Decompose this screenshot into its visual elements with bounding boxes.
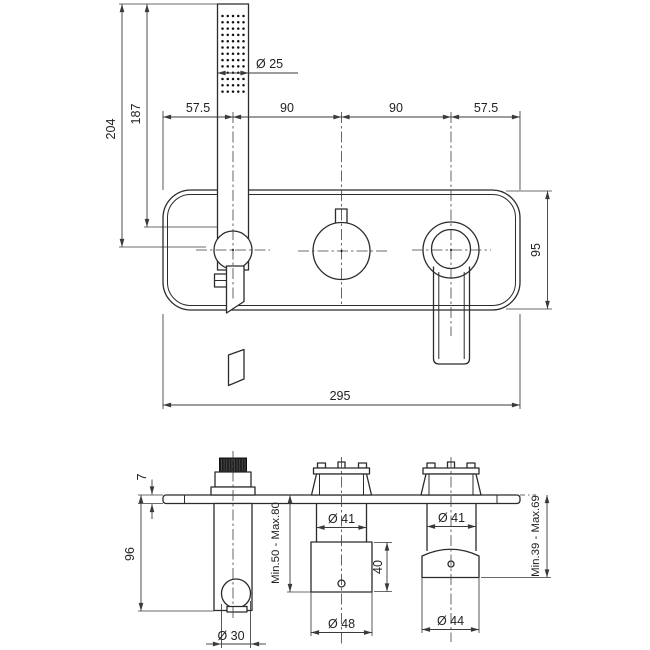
dim-span-right: 57.5 (474, 101, 498, 115)
handle-lower-tip (225, 265, 245, 314)
dim-holder-ball-dia: Ø 30 (217, 629, 244, 643)
dim-hand-shower-dia: Ø 25 (256, 57, 283, 71)
dim-holder-depth: 96 (123, 547, 137, 561)
front-centerlines (196, 112, 491, 336)
handle-end-piece (227, 348, 245, 387)
dim-plate-height: 95 (529, 243, 543, 257)
dim-plate-thickness: 7 (135, 473, 149, 480)
dim-mixer-install-depth: Min.50 - Max.80 (270, 502, 282, 584)
front-view: 204 187 Ø 25 57.5 90 90 57.5 95 295 (104, 3, 552, 409)
knurl-texture (221, 459, 246, 471)
dim-mixer-neck-dia: Ø 41 (328, 512, 355, 526)
dim-bracket-height: 187 (129, 104, 143, 125)
dim-span-mid-left: 90 (280, 101, 294, 115)
diverter-body (421, 548, 480, 579)
dim-total-height: 204 (104, 119, 118, 140)
bottom-dimensions: 7 96 Ø 30 Min.50 - Max.80 Ø 41 40 Ø 48 (123, 473, 551, 648)
front-dimensions: 204 187 Ø 25 57.5 90 90 57.5 95 295 (104, 3, 552, 409)
dim-plate-width: 295 (330, 389, 351, 403)
dim-mixer-body-dia: Ø 48 (328, 617, 355, 631)
bottom-centerlines (232, 451, 452, 646)
dim-diverter-neck-dia: Ø 41 (438, 511, 465, 525)
dim-diverter-install-depth: Min.39 - Max.69 (530, 495, 542, 577)
bottom-view: 7 96 Ø 30 Min.50 - Max.80 Ø 41 40 Ø 48 (123, 451, 551, 648)
holder-ball (220, 578, 252, 609)
dim-span-left: 57.5 (186, 101, 210, 115)
lever-bar (432, 266, 471, 365)
dim-span-mid-right: 90 (389, 101, 403, 115)
dim-mixer-body-height: 40 (371, 560, 385, 574)
dim-diverter-body-dia: Ø 44 (437, 614, 464, 628)
